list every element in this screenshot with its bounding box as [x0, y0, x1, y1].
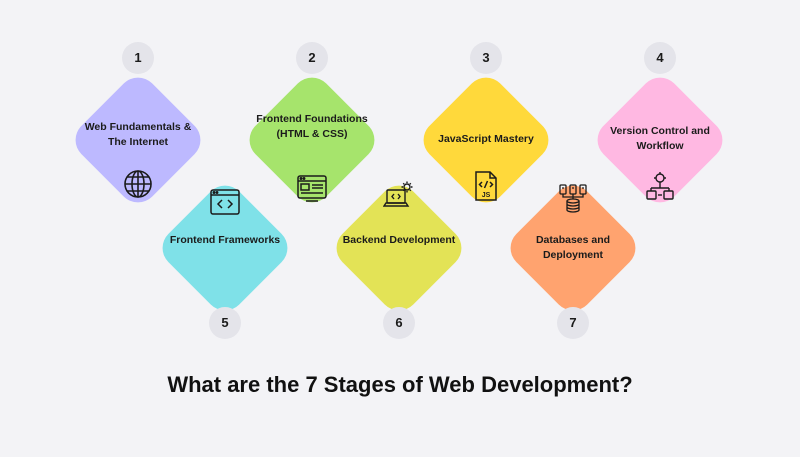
browser-window-icon	[296, 172, 328, 204]
page-title: What are the 7 Stages of Web Development…	[167, 372, 633, 397]
stage-4: Version Control and Workflow	[582, 62, 738, 218]
stage-3-number: 3	[470, 42, 502, 74]
stage-3: JavaScript Mastery JS	[408, 62, 564, 218]
stage-3-diamond	[423, 77, 549, 203]
stage-6-number: 6	[383, 307, 415, 339]
stage-1-diamond	[75, 77, 201, 203]
stage-4-number: 4	[644, 42, 676, 74]
stage-4-diamond	[597, 77, 723, 203]
database-servers-icon	[557, 182, 589, 214]
stage-6-diamond	[336, 185, 462, 311]
stage-2-diamond	[249, 77, 375, 203]
stage-7: Databases and Deployment	[495, 170, 651, 326]
stage-6: Backend Development	[321, 170, 477, 326]
stage-3-label: JavaScript Mastery	[438, 133, 534, 145]
stage-2: Frontend Foundations (HTML & CSS)	[234, 62, 390, 218]
stage-5: Frontend Frameworks	[147, 170, 303, 326]
stage-5-number: 5	[209, 307, 241, 339]
workflow-icon	[644, 170, 676, 202]
code-window-icon	[209, 186, 241, 218]
stage-5-diamond	[162, 185, 288, 311]
svg-text:JS: JS	[482, 192, 491, 199]
js-file-icon: JS	[470, 170, 502, 202]
laptop-gear-icon	[383, 180, 415, 212]
stage-5-label: Frontend Frameworks	[169, 234, 281, 246]
stage-4-label: Version Control and Workflow	[610, 125, 710, 152]
stage-1: Web Fundamentals & The Internet	[60, 62, 216, 218]
stage-7-diamond	[510, 185, 636, 311]
stage-7-number: 7	[557, 307, 589, 339]
stage-2-label: Frontend Foundations (HTML & CSS)	[256, 113, 368, 140]
stage-2-number: 2	[296, 42, 328, 74]
globe-icon	[122, 168, 154, 200]
stage-1-label: Web Fundamentals & The Internet	[84, 121, 192, 148]
stage-6-label: Backend Development	[342, 234, 456, 246]
stage-7-label: Databases and Deployment	[535, 234, 611, 261]
stage-1-number: 1	[122, 42, 154, 74]
